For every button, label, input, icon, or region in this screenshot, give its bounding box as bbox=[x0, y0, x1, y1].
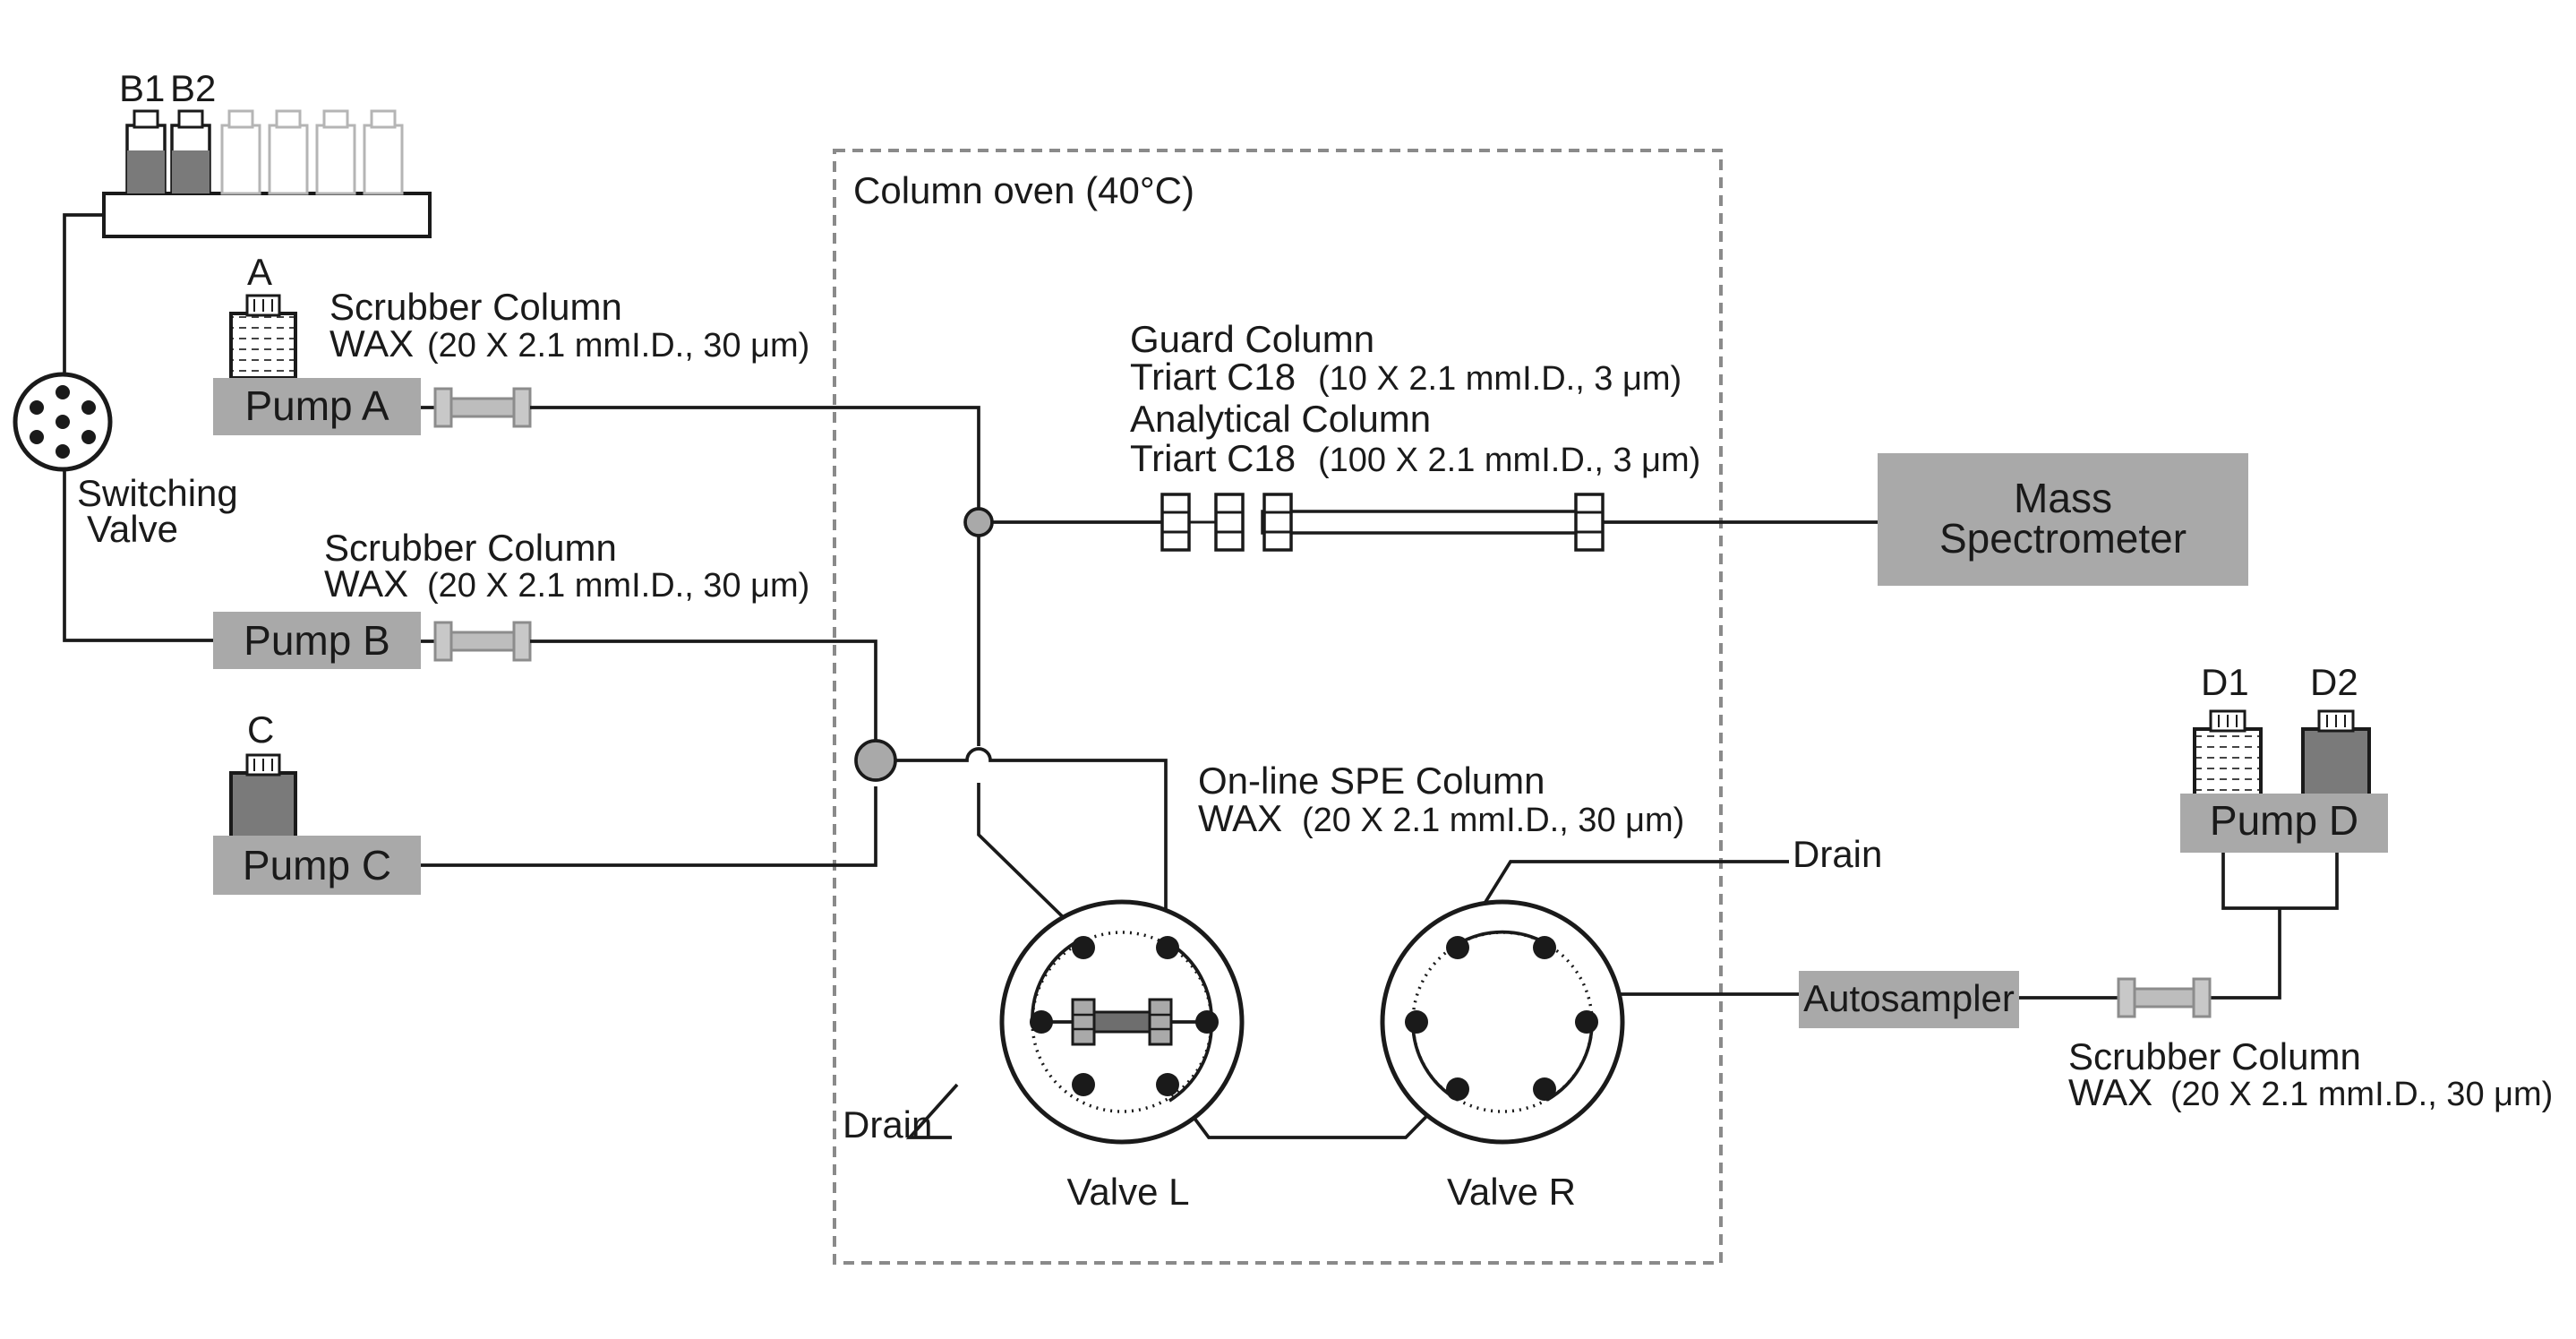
pump-d-label: Pump D bbox=[2210, 797, 2358, 844]
bottle-a-label: A bbox=[247, 251, 272, 293]
pump-a-label: Pump A bbox=[244, 382, 389, 429]
pump-d: Pump D bbox=[2180, 794, 2388, 853]
spe-column-type: WAX bbox=[1198, 797, 1282, 839]
analytical-column-spec: (100 X 2.1 mmI.D., 3 μm) bbox=[1318, 442, 1700, 479]
junction-tee-bc bbox=[854, 739, 897, 782]
bottle-d2: D2 bbox=[2301, 661, 2371, 799]
mass-spectrometer: Mass Spectrometer bbox=[1878, 453, 2248, 586]
bottle-c: C bbox=[229, 708, 297, 839]
pump-b-label: Pump B bbox=[244, 617, 390, 664]
column-oven: Column oven (40°C) bbox=[833, 149, 1723, 1265]
bottle-c-label: C bbox=[247, 708, 274, 751]
mass-spectrometer-line2: Spectrometer bbox=[1939, 515, 2187, 562]
column-oven-label: Column oven (40°C) bbox=[853, 169, 1194, 211]
scrubber-a-type: WAX bbox=[329, 322, 414, 365]
bottle-b1-label: B1 bbox=[119, 67, 165, 109]
pump-a: Pump A bbox=[213, 378, 421, 435]
valve-l-label: Valve L bbox=[1067, 1171, 1190, 1213]
guard-analytical-columns: Guard Column Triart C18 (10 X 2.1 mmI.D.… bbox=[1130, 318, 1700, 552]
drain-right-label: Drain bbox=[1793, 833, 1882, 875]
switching-valve-label-line1: Switching bbox=[77, 472, 238, 514]
switching-valve: Switching Valve bbox=[13, 213, 238, 642]
empty-bottles bbox=[220, 109, 404, 195]
analytical-column-title: Analytical Column bbox=[1130, 398, 1431, 440]
scrubber-a-title: Scrubber Column bbox=[329, 286, 622, 328]
bottle-b2-label: B2 bbox=[170, 67, 216, 109]
guard-column-spec: (10 X 2.1 mmI.D., 3 μm) bbox=[1318, 360, 1682, 398]
scrubber-d-type: WAX bbox=[2068, 1071, 2152, 1113]
solvent-rack-b: B1 B2 bbox=[102, 67, 432, 238]
scrubber-d-spec: (20 X 2.1 mmI.D., 30 μm) bbox=[2170, 1076, 2553, 1113]
guard-column-type: Triart C18 bbox=[1130, 356, 1296, 398]
autosampler-label: Autosampler bbox=[1803, 977, 2015, 1019]
valve-r: Valve R bbox=[1380, 899, 1625, 1213]
bottle-d2-label: D2 bbox=[2310, 661, 2358, 703]
scrubber-d-title: Scrubber Column bbox=[2068, 1035, 2361, 1077]
pump-b: Pump B bbox=[213, 612, 421, 669]
guard-column-title: Guard Column bbox=[1130, 318, 1374, 360]
bottle-d1-label: D1 bbox=[2201, 661, 2249, 703]
bottle-a: A bbox=[229, 251, 297, 380]
mass-spectrometer-line1: Mass bbox=[2014, 475, 2112, 521]
switching-valve-label-line2: Valve bbox=[87, 508, 178, 550]
scrubber-b-spec: (20 X 2.1 mmI.D., 30 μm) bbox=[427, 567, 809, 605]
scrubber-b-type: WAX bbox=[324, 562, 408, 605]
scrubber-a-spec: (20 X 2.1 mmI.D., 30 μm) bbox=[427, 327, 809, 365]
spe-column-label: On-line SPE Column WAX (20 X 2.1 mmI.D.,… bbox=[1198, 760, 1684, 839]
drain-left-label: Drain bbox=[843, 1103, 932, 1146]
spe-column-title: On-line SPE Column bbox=[1198, 760, 1545, 802]
bottle-d1: D1 bbox=[2193, 661, 2263, 799]
bottle-b1 bbox=[125, 109, 167, 195]
pump-c-label: Pump C bbox=[243, 842, 391, 888]
scrubber-column-d: Scrubber Column WAX (20 X 2.1 mmI.D., 30… bbox=[2068, 977, 2553, 1113]
valve-l: Valve L bbox=[999, 899, 1245, 1213]
scrubber-column-a: Scrubber Column WAX (20 X 2.1 mmI.D., 30… bbox=[329, 286, 809, 428]
pump-c: Pump C bbox=[213, 836, 421, 895]
valve-r-label: Valve R bbox=[1447, 1171, 1576, 1213]
junction-tee-a bbox=[963, 507, 994, 537]
bottle-b2 bbox=[170, 109, 211, 195]
autosampler: Autosampler bbox=[1799, 971, 2019, 1028]
scrubber-b-title: Scrubber Column bbox=[324, 527, 617, 569]
scrubber-column-b: Scrubber Column WAX (20 X 2.1 mmI.D., 30… bbox=[324, 527, 809, 662]
analytical-column-type: Triart C18 bbox=[1130, 437, 1296, 479]
spe-column-spec: (20 X 2.1 mmI.D., 30 μm) bbox=[1302, 802, 1684, 839]
